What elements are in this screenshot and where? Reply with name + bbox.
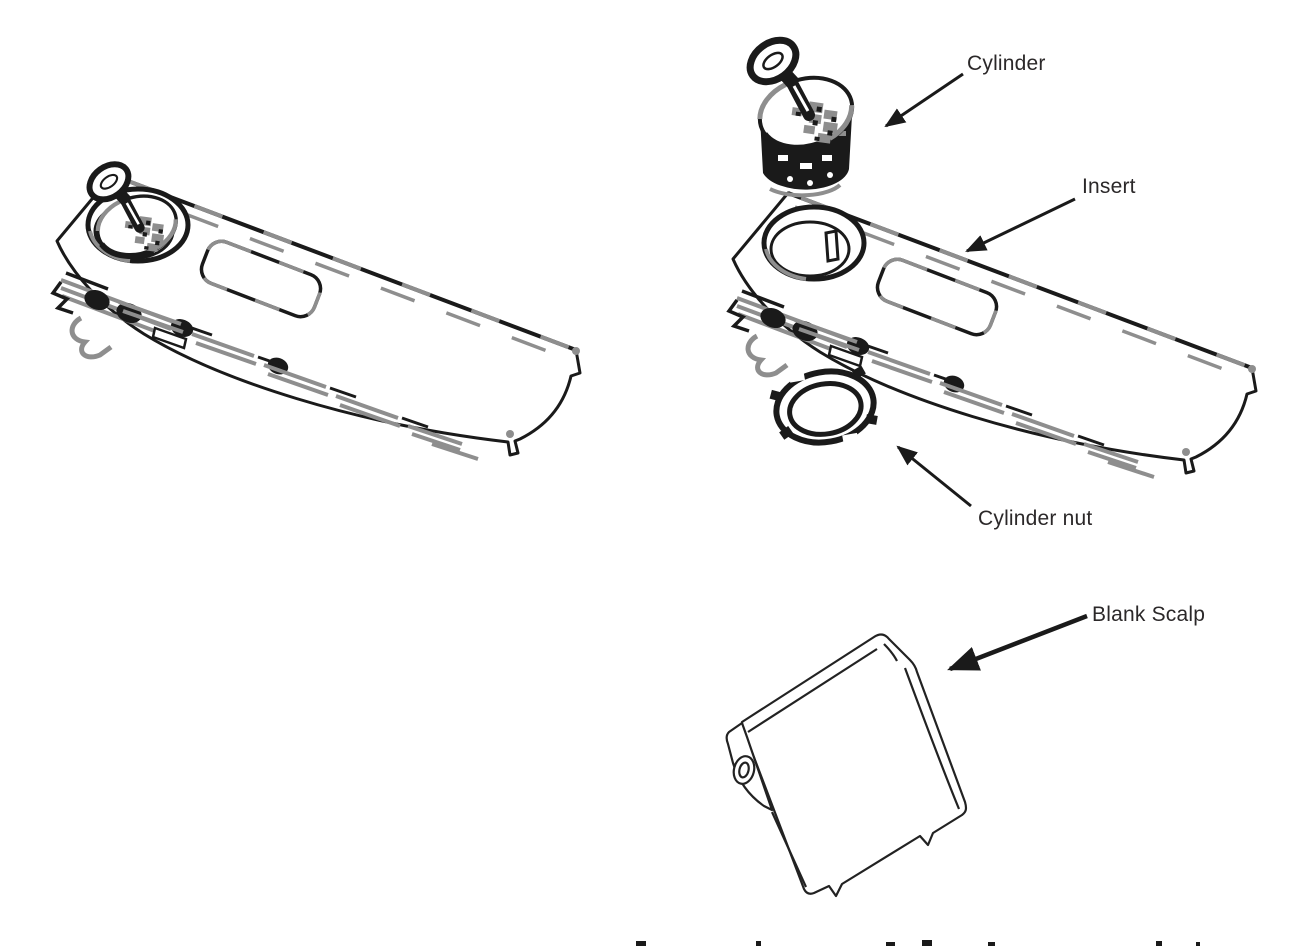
cylinder-label: Cylinder bbox=[967, 52, 1046, 75]
insert-callout-arrow bbox=[965, 197, 1076, 253]
insert-label: Insert bbox=[1082, 175, 1136, 198]
cylinder-nut-callout-arrow bbox=[896, 445, 972, 508]
cutoff-text-fragments bbox=[636, 940, 1200, 946]
blank-scalp-callout-arrow bbox=[947, 613, 1088, 672]
cylinder-nut-drawing bbox=[769, 365, 878, 447]
blank-scalp-drawing bbox=[725, 633, 968, 898]
cylinder-callout-arrow bbox=[884, 72, 964, 128]
assembled-unit-drawing bbox=[53, 157, 580, 459]
cylinder-drawing bbox=[742, 32, 860, 198]
blank-scalp-label: Blank Scalp bbox=[1092, 603, 1206, 626]
cylinder-nut-label: Cylinder nut bbox=[978, 507, 1093, 530]
